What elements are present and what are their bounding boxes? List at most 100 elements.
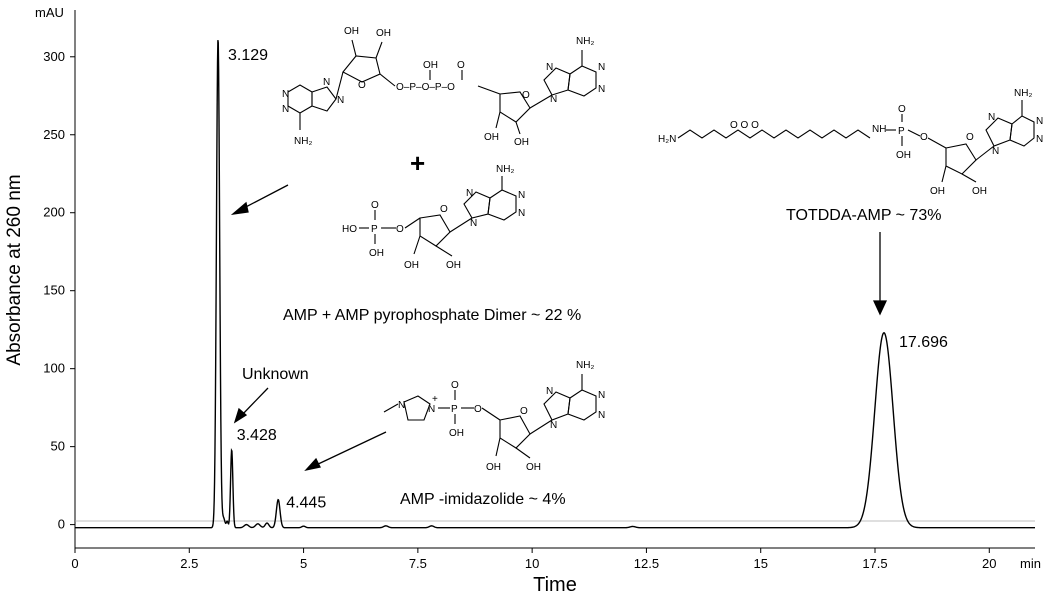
chem-n: N (598, 410, 605, 421)
chem-n: N (550, 94, 557, 105)
chem-oh: OH (369, 248, 384, 259)
chromatogram-trace (75, 40, 1035, 529)
chem-o: O (520, 406, 528, 417)
y-axis-title: Absorbance at 260 nm (4, 174, 25, 365)
y-tick-label: 0 (58, 517, 65, 532)
chem-nh2: NH₂ (576, 36, 594, 47)
chem-n: N (598, 62, 605, 73)
chem-n: N (398, 400, 405, 411)
x-tick-label: 20 (982, 556, 996, 571)
structure-totdda-amp: H₂N O O O NH P O OH O OH OH O NH₂ N N N … (658, 88, 1043, 197)
x-tick-label: 0 (71, 556, 78, 571)
peak-label: 17.696 (899, 334, 948, 351)
x-unit-label: min (1020, 556, 1041, 571)
x-tick-label: 2.5 (180, 556, 198, 571)
x-tick-label: 17.5 (862, 556, 887, 571)
chem-oh: OH (972, 186, 987, 197)
chem-o: O (440, 204, 448, 215)
chem-n: N (518, 208, 525, 219)
x-tick-label: 5 (300, 556, 307, 571)
chem-n: N (1036, 116, 1043, 127)
chem-oh: OH (449, 428, 464, 439)
y-tick-label: 300 (43, 49, 65, 64)
chem-n: N (282, 104, 289, 115)
y-unit-label: mAU (35, 5, 64, 20)
chem-o: O (457, 60, 465, 71)
annotation-plus: + (410, 148, 425, 178)
y-tick-label: 200 (43, 205, 65, 220)
chem-oh: OH (446, 260, 461, 271)
chem-p: P (898, 126, 905, 137)
x-tick-label: 7.5 (409, 556, 427, 571)
arrow-imidazolide (313, 431, 387, 467)
structure-amp-dimer: NH₂ N N N N OH OH O O–P–O–P–O OH O OH OH… (282, 26, 605, 148)
arrow-unknown-head (233, 407, 248, 424)
arrow-dimer-head (230, 201, 249, 215)
chem-n: N (598, 390, 605, 401)
annotation-arrows (230, 184, 888, 472)
chem-o: O (474, 404, 482, 415)
chem-oh: OH (930, 186, 945, 197)
chem-n: N (546, 62, 553, 73)
chem-o: O (396, 224, 404, 235)
chem-o: O (451, 380, 459, 391)
chem-n: N (1036, 134, 1043, 145)
chem-nh2: NH₂ (1014, 88, 1032, 99)
chem-nh2: NH₂ (576, 360, 594, 371)
chem-o: O (371, 200, 379, 211)
arrow-imidazolide-head (304, 457, 321, 472)
chem-o: O (920, 132, 928, 143)
chem-h2n: H₂N (658, 134, 676, 145)
chem-n: N (598, 84, 605, 95)
structure-amp-imidazolide: N N + P O OH O OH OH O NH₂ N N N N (383, 360, 605, 473)
chem-n: N (550, 420, 557, 431)
chem-oh: OH (514, 137, 529, 148)
annotation-imidazolide: AMP -imidazolide ~ 4% (400, 491, 566, 508)
annotation-unknown: Unknown (242, 366, 309, 383)
chem-oh: OH (486, 462, 501, 473)
chem-oh: OH (404, 260, 419, 271)
chem-n: N (992, 146, 999, 157)
chem-oh: OH (526, 462, 541, 473)
chem-o: O (358, 80, 366, 91)
arrow-unknown (239, 387, 269, 418)
chem-p: P (371, 224, 378, 235)
peak-label: 4.445 (286, 495, 326, 512)
chem-oh: OH (344, 26, 359, 37)
chem-n: N (337, 95, 344, 106)
chem-nh2: NH₂ (496, 164, 514, 175)
x-tick-label: 15 (753, 556, 767, 571)
arrow-dimer (239, 184, 289, 211)
x-tick-label: 12.5 (634, 556, 659, 571)
chem-n: N (323, 77, 330, 88)
y-tick-label: 250 (43, 127, 65, 142)
y-tick-label: 50 (51, 439, 65, 454)
chem-ho: HO (342, 224, 357, 235)
annotation-totdda: TOTDDA-AMP ~ 73% (786, 207, 941, 224)
chem-n: N (466, 188, 473, 199)
chem-ether-chain: O O O (730, 120, 759, 131)
chem-pyrophosphate: O–P–O–P–O (396, 82, 455, 93)
chem-n: N (470, 218, 477, 229)
structure-amp: HO P O OH O OH OH O NH₂ N N N N (342, 164, 525, 271)
chem-n: N (988, 112, 995, 123)
chem-o: O (522, 90, 530, 101)
annotation-dimer: AMP + AMP pyrophosphate Dimer ~ 22 % (283, 307, 581, 324)
chem-oh: OH (423, 60, 438, 71)
x-axis-title: Time (533, 574, 577, 596)
peak-label: 3.129 (228, 47, 268, 64)
chem-p: P (451, 404, 458, 415)
chem-n: N (546, 386, 553, 397)
chem-oh: OH (484, 132, 499, 143)
chem-plus-charge: + (432, 394, 438, 405)
chem-nh: NH (872, 124, 886, 135)
y-tick-label: 150 (43, 283, 65, 298)
chem-o: O (966, 132, 974, 143)
chem-o: O (898, 104, 906, 115)
chem-oh: OH (376, 28, 391, 39)
arrow-totdda-head (872, 300, 888, 316)
